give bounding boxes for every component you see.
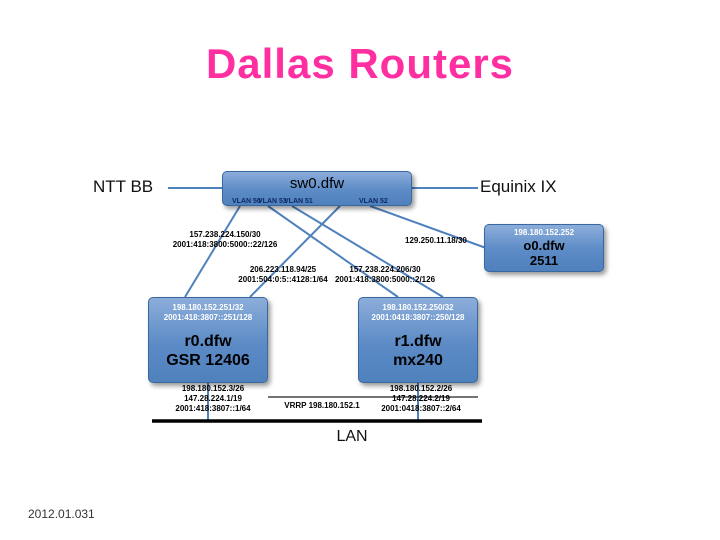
r1-lan-legacy: 147.28.224.2/19 [392,394,450,403]
ix-link-ipv4: 206.223.118.94/25 [249,265,317,274]
r1-router-box: 198.180.152.250/32 2001:0418:3807::250/1… [358,297,478,383]
sw0-r0-link-b [249,205,341,298]
r1-name: r1.dfw [394,333,442,350]
page-title: Dallas Routers [205,40,515,87]
sw0-o0-link [369,205,487,249]
ntt-link-ipv4: 157.238.224.150/30 [189,230,261,239]
r1-link-ipv4: 157.238.224.206/30 [349,265,421,274]
ntt-link-label: 157.238.224.150/30 2001:418:3800:5000::2… [162,230,288,250]
r1-link-ipv6: 2001:418:3800:5000::2/126 [334,275,436,284]
sw0-switch-box: sw0.dfw VLAN 50 VLAN 53 VLAN 51 VLAN 52 [222,171,412,206]
o0-model: 2511 [529,253,559,268]
ix-link-label: 206.223.118.94/25 2001:504:0:5::4128:1/6… [220,265,346,285]
r0-router-box: 198.180.152.251/32 2001:418:3807::251/12… [148,297,268,383]
ix-link-ipv6: 2001:504:0:5::4128:1/64 [238,275,328,284]
r0-name: r0.dfw [184,333,232,350]
oob-link-label: 129.250.11.18/30 [405,236,485,246]
ntt-bb-label: NTT BB [93,177,154,196]
r0-lan-legacy: 147.28.224.1/19 [184,394,242,403]
vlan-53-label: VLAN 53 [258,198,287,205]
r1-switch-link-label: 157.238.224.206/30 2001:418:3800:5000::2… [322,265,448,285]
sw0-r0-link-a [184,205,241,298]
oob-link-ipv4: 129.250.11.18/30 [405,236,467,245]
o0-ipv4: 198.180.152.252 [513,228,575,237]
vlan-50-label: VLAN 50 [232,198,261,205]
lan-label: LAN [336,428,368,445]
vlan-51-label: VLAN 51 [284,198,313,205]
slide-footer: 2012.01.031 [28,507,95,521]
ntt-link-ipv6: 2001:418:3800:5000::22/126 [172,240,278,249]
blue-links [168,187,487,420]
r0-lan-addrs: 198.180.152.3/26 147.28.224.1/19 2001:41… [158,384,268,414]
r1-lan-ipv6: 2001:0418:3807::2/64 [381,404,461,413]
sw0-name: sw0.dfw [289,175,345,192]
r1-ipv4: 198.180.152.250/32 [382,303,454,312]
sw0-r1-link-a [267,205,399,298]
equinix-ix-label: Equinix IX [480,177,557,196]
vrrp-label: VRRP 198.180.152.1 [284,401,360,410]
r0-ipv4: 198.180.152.251/32 [172,303,244,312]
r1-lan-addrs: 198.180.152.2/26 147.28.224.2/19 2001:04… [366,384,476,414]
r0-ipv6: 2001:418:3807::251/128 [163,313,253,322]
r1-ipv6: 2001:0418:3807::250/128 [371,313,465,322]
vlan-52-label: VLAN 52 [359,198,388,205]
r1-lan-ipv4: 198.180.152.2/26 [389,384,453,393]
r0-lan-ipv6: 2001:418:3807::1/64 [175,404,251,413]
o0-router-box: 198.180.152.252 o0.dfw 2511 [484,224,604,272]
r0-model: GSR 12406 [166,352,250,369]
r1-model: mx240 [393,352,443,369]
sw0-r1-link-b [291,205,444,298]
o0-name: o0.dfw [523,238,565,253]
r0-lan-ipv4: 198.180.152.3/26 [181,384,245,393]
